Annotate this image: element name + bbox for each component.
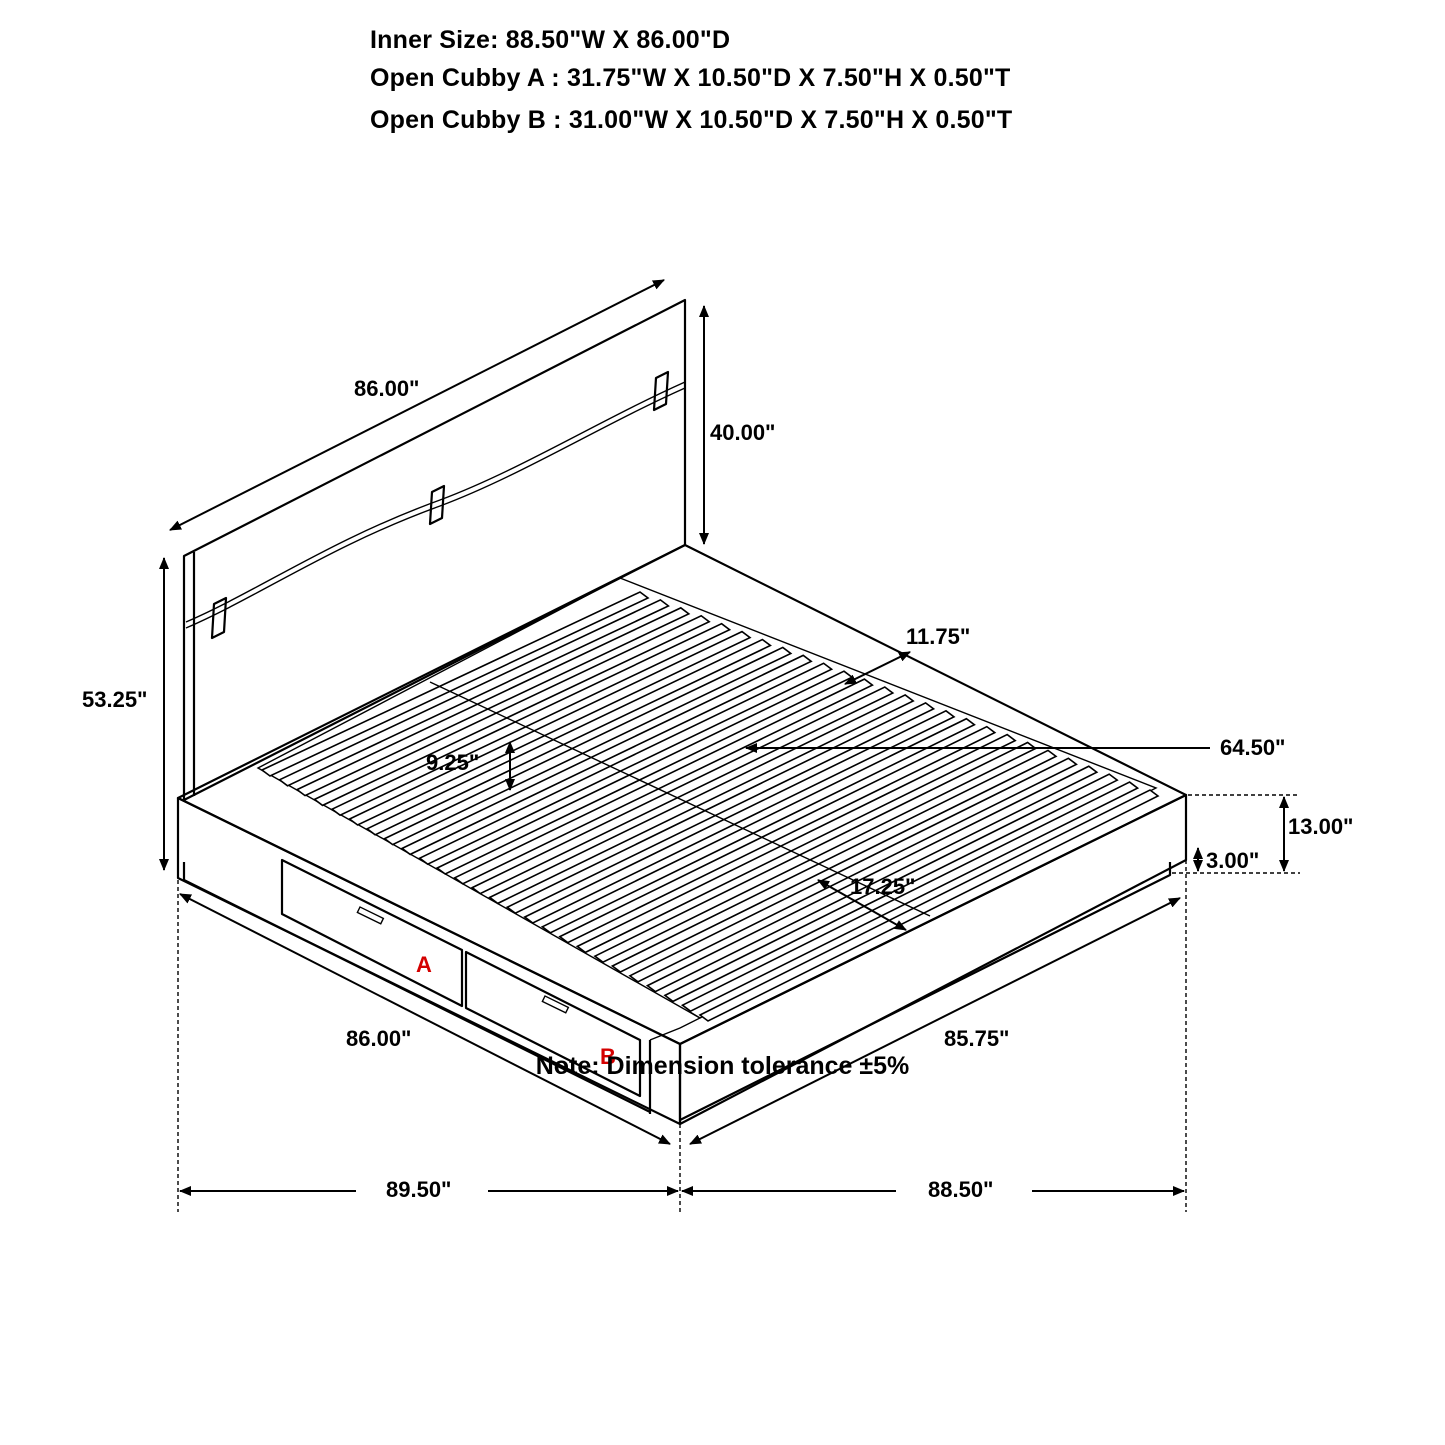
cubby-a-spec: Open Cubby A : 31.75"W X 10.50"D X 7.50"… <box>370 64 1011 92</box>
headboard-length-label: 86.00" <box>354 376 419 401</box>
center-support-rail <box>429 681 931 917</box>
overall-depth-label: 89.50" <box>386 1177 451 1202</box>
bed-slat <box>453 678 874 885</box>
bed-slat <box>365 638 772 836</box>
bed-slat <box>470 686 895 895</box>
inner-size-spec: Inner Size: 88.50"W X 86.00"D <box>370 26 731 54</box>
cubby-a-marker: A <box>416 952 432 977</box>
left-side-length-label: 86.00" <box>346 1026 411 1051</box>
bed-slat <box>400 654 813 856</box>
tolerance-note: Note: Dimension tolerance ±5% <box>535 1052 910 1080</box>
slat-span-label: 64.50" <box>1220 735 1285 760</box>
bed-slat <box>260 591 650 777</box>
bed-slat <box>277 598 670 787</box>
bed-slat <box>313 614 711 807</box>
overall-width-label: 88.50" <box>928 1177 993 1202</box>
right-side-length-label: 85.75" <box>944 1026 1009 1051</box>
bed-slat <box>348 630 752 826</box>
footrail-depth-label: 17.25" <box>850 874 915 899</box>
rail-width-label: 11.75" <box>906 624 970 649</box>
dimension-lines <box>159 279 1300 1212</box>
bed-slat <box>383 646 793 846</box>
cubby-b-marker: B <box>600 1044 616 1069</box>
bed-slat <box>295 606 691 797</box>
overall-height-label: 53.25" <box>82 687 147 712</box>
headboard-height-label: 40.00" <box>710 420 775 445</box>
cubby-b-spec: Open Cubby B : 31.00"W X 10.50"D X 7.50"… <box>370 106 1013 134</box>
cubby-gap-label: 9.25" <box>426 750 479 775</box>
bed-slat <box>418 662 834 866</box>
frame-height-label: 13.00" <box>1288 814 1353 839</box>
slat-group <box>260 591 1160 1022</box>
dimension-labels: 86.00" 40.00" 53.25" 11.75" 64.50" 9.25"… <box>82 376 1353 1202</box>
base-height-label: 3.00" <box>1206 848 1259 873</box>
bed-slat <box>330 622 732 817</box>
